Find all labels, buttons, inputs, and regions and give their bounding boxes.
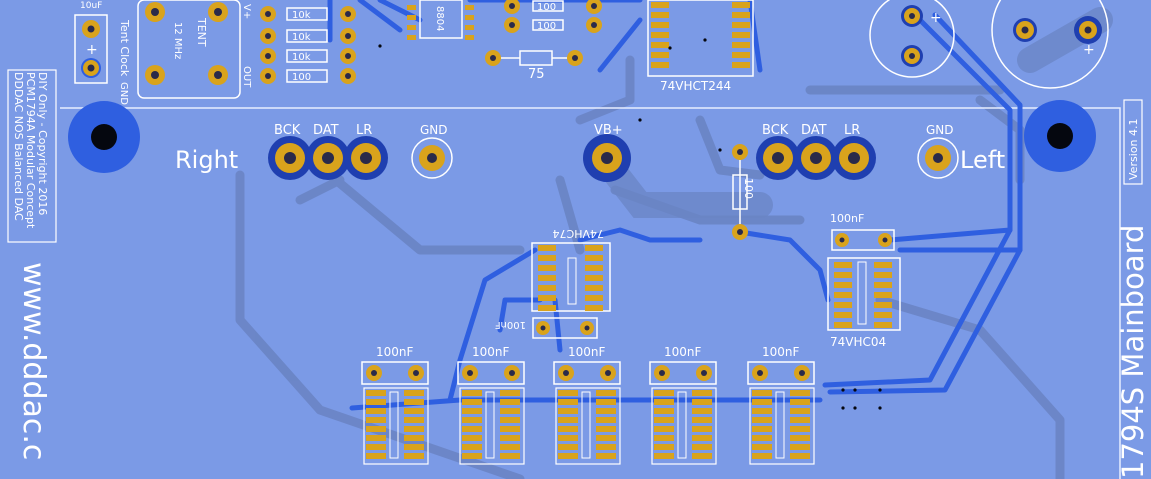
label-bck-right: BCK bbox=[274, 123, 301, 138]
dac-chip-4: 100nF bbox=[649, 345, 717, 465]
copyright-line-2: PCM1794A Modular Concept bbox=[24, 72, 37, 229]
label-10uf: 10uF bbox=[80, 1, 102, 11]
label-out: OUT bbox=[241, 66, 252, 88]
ic-74vhc74 bbox=[531, 242, 611, 312]
label-100nf-dac-1: 100nF bbox=[376, 345, 414, 359]
top-traces bbox=[327, 0, 1023, 411]
label-dat-right: DAT bbox=[313, 123, 339, 138]
cap-100nf-vhc04 bbox=[831, 229, 895, 251]
electrolytic-cap-1 bbox=[869, 0, 955, 78]
dac-chip-3: 100nF bbox=[553, 345, 621, 465]
label-plus-cap2: + bbox=[1083, 42, 1095, 58]
version-label: Version 4.1 bbox=[1127, 119, 1140, 180]
vias bbox=[378, 38, 882, 410]
label-vb-plus: VB+ bbox=[594, 123, 623, 138]
label-gnd-left: GND bbox=[926, 123, 954, 137]
label-freq: 12 MHz bbox=[172, 22, 183, 59]
label-left: Left bbox=[960, 146, 1005, 174]
label-plus-10uf: + bbox=[86, 42, 98, 58]
label-100-vertical: 100 bbox=[742, 178, 755, 199]
label-100nf-vhc74: 100nF bbox=[495, 319, 526, 330]
label-8804: 8804 bbox=[434, 6, 445, 31]
label-res-75: 75 bbox=[528, 67, 545, 82]
label-tent-clock: Tent Clock bbox=[118, 19, 131, 77]
board-outline bbox=[60, 107, 1121, 479]
ic-74vhc04 bbox=[827, 257, 901, 331]
mount-hole-right bbox=[1024, 100, 1096, 172]
label-gnd-right: GND bbox=[420, 123, 448, 137]
label-res-10k-2: 10k bbox=[292, 32, 311, 43]
copyright-line-3: DDDAC NOS Balanced DAC bbox=[12, 72, 25, 221]
label-bck-left: BCK bbox=[762, 123, 789, 138]
copyright-line-1: DIY Only - Copyright 2016 bbox=[36, 72, 49, 215]
cap-100nf-vhc74 bbox=[532, 317, 598, 339]
label-100nf-vhc04: 100nF bbox=[830, 212, 864, 225]
dac-chip-2: 100nF bbox=[457, 345, 525, 465]
label-100nf-dac-4: 100nF bbox=[664, 345, 702, 359]
label-74vhc74: 74VHC74 bbox=[553, 227, 604, 240]
label-res-100-a: 100 bbox=[537, 2, 556, 13]
label-v-plus: V+ bbox=[241, 4, 252, 19]
copyright-box bbox=[7, 69, 57, 243]
connector-vb-pad bbox=[583, 134, 631, 182]
mainboard-title: 1794S Mainboard bbox=[1116, 225, 1150, 479]
label-right: Right bbox=[175, 146, 238, 174]
label-100nf-dac-3: 100nF bbox=[568, 345, 606, 359]
mount-hole-left bbox=[68, 101, 140, 173]
resistor-100-vertical bbox=[732, 144, 748, 240]
dac-chip-5: 100nF bbox=[747, 345, 815, 465]
dac-chip-row: 100nF 100nF 100nF 100nF 100nF bbox=[361, 345, 815, 465]
electrolytic-cap-2 bbox=[991, 0, 1109, 89]
label-res-100-b: 100 bbox=[537, 21, 556, 32]
connector-left-pads bbox=[756, 136, 959, 180]
connector-right-pads bbox=[268, 136, 453, 180]
ic-74vhct244 bbox=[647, 0, 754, 77]
label-lr-left: LR bbox=[844, 123, 860, 138]
version-box bbox=[1123, 99, 1143, 185]
label-res-10k-3: 10k bbox=[292, 52, 311, 63]
cap-10uf bbox=[74, 14, 108, 84]
label-100nf-dac-5: 100nF bbox=[762, 345, 800, 359]
label-74vhc04: 74VHC04 bbox=[830, 335, 886, 349]
label-lr-right: LR bbox=[356, 123, 372, 138]
dac-chip-1: 100nF bbox=[361, 345, 429, 465]
resistor-75 bbox=[485, 50, 583, 66]
label-tent: TENT bbox=[195, 17, 208, 47]
label-res-10k-1: 10k bbox=[292, 10, 311, 21]
resistor-array bbox=[286, 7, 328, 83]
label-dat-left: DAT bbox=[801, 123, 827, 138]
label-plus-cap1: + bbox=[930, 10, 942, 26]
resistors-100-top bbox=[504, 0, 602, 33]
label-gnd-small: GND bbox=[118, 82, 129, 105]
label-74vhct244: 74VHCT244 bbox=[660, 79, 731, 93]
tent-oscillator bbox=[137, 0, 241, 99]
resistor-array-pads bbox=[260, 6, 356, 84]
label-100nf-dac-2: 100nF bbox=[472, 345, 510, 359]
chip-8804 bbox=[407, 0, 474, 40]
website-label: www.dddac.c bbox=[16, 262, 51, 460]
label-res-100-4: 100 bbox=[292, 72, 311, 83]
